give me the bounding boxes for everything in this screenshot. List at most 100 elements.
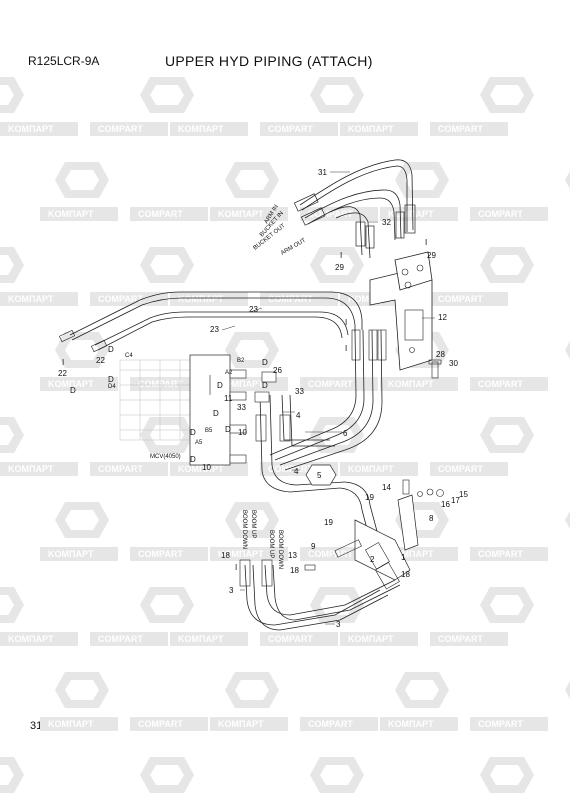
- watermark-logo: [0, 587, 24, 623]
- watermark-logo: [310, 757, 364, 793]
- watermark-logo: [0, 77, 24, 113]
- watermark-text: COMPART: [138, 379, 183, 389]
- hose-label-boom-down-1: BOOM DOWN: [241, 510, 247, 549]
- watermark-logo: [395, 162, 449, 198]
- part-label-10b: 10: [202, 463, 211, 472]
- watermark-logo: [0, 757, 24, 793]
- part-label-2: 2: [370, 555, 375, 564]
- watermark-text: KOMПAPT: [8, 634, 54, 644]
- watermark-band: [380, 717, 458, 731]
- watermark-band: [40, 547, 118, 561]
- part-label-19: 19: [365, 493, 374, 502]
- part-label-28: 28: [436, 350, 445, 359]
- watermark-band: [170, 122, 248, 136]
- watermark-logo: [140, 757, 194, 793]
- watermark-band: [90, 462, 168, 476]
- watermark-text: KOMПAPT: [178, 634, 224, 644]
- watermark-band: [340, 462, 418, 476]
- marker-d: D: [262, 358, 268, 367]
- watermark-band: [0, 632, 78, 646]
- watermark-logo: [565, 332, 570, 368]
- watermark-logo: [140, 417, 194, 453]
- watermark-logo: [140, 77, 194, 113]
- watermark-text: COMPART: [478, 379, 523, 389]
- part-label-6: 6: [343, 429, 348, 438]
- watermark-band: [130, 377, 208, 391]
- part-label-19b: 19: [324, 518, 333, 527]
- watermark-band: [300, 377, 378, 391]
- watermark-text: KOMПAPT: [178, 124, 224, 134]
- watermark-band: [340, 122, 418, 136]
- watermark-text: COMPART: [438, 124, 483, 134]
- i-markers: I I I I I I: [62, 238, 427, 572]
- watermark-logo: [565, 502, 570, 538]
- marker-d: D: [108, 345, 114, 354]
- watermark-band: [470, 547, 548, 561]
- watermark-logo: [140, 587, 194, 623]
- marker-i: I: [425, 238, 427, 247]
- hose-label-boom-up-2: BOOM UP: [268, 530, 274, 558]
- port-b5: B5: [205, 428, 213, 434]
- watermark-logo: [225, 162, 279, 198]
- watermark-band: [470, 377, 548, 391]
- port-d4: D4: [108, 384, 116, 390]
- watermark-logo: [0, 247, 24, 283]
- watermark-text: COMPART: [478, 549, 523, 559]
- watermark-band: [40, 377, 118, 391]
- watermark-text: COMPART: [98, 634, 143, 644]
- part-label-16: 16: [441, 500, 450, 509]
- marker-i: I: [345, 344, 347, 353]
- part-label-8: 8: [429, 514, 434, 523]
- watermark-band: [300, 717, 378, 731]
- watermark-text: COMPART: [478, 209, 523, 219]
- marker-d: D: [70, 386, 76, 395]
- marker-d: D: [225, 425, 231, 434]
- marker-d: D: [262, 381, 268, 390]
- watermark-band: [430, 462, 508, 476]
- watermark-text: KOMПAPT: [178, 464, 224, 474]
- watermark-layer: KOMПAPT COMPART KOMПAPT COMPART KOMПAPT COMPA…: [0, 77, 570, 793]
- watermark-text: COMPART: [138, 719, 183, 729]
- part-label-3: 3: [229, 586, 234, 595]
- part-label-15: 15: [459, 490, 468, 499]
- part-label-29: 29: [427, 251, 436, 260]
- watermark-text: COMPART: [138, 209, 183, 219]
- watermark-band: [170, 632, 248, 646]
- port-labels: C4 D4 B2 A2 B5 A5 MCV(4050): [108, 353, 245, 460]
- d-markers: D D D D D D D D D D: [70, 345, 268, 464]
- watermark-text: KOMПAPT: [48, 379, 94, 389]
- pipe-drawing: [58, 159, 444, 631]
- watermark-band: [130, 547, 208, 561]
- watermark-band: [470, 207, 548, 221]
- watermark-logo: [55, 162, 109, 198]
- watermark-band: [430, 632, 508, 646]
- watermark-logo: [565, 672, 570, 708]
- part-label-33b: 33: [237, 403, 246, 412]
- watermark-band: [210, 207, 288, 221]
- watermark-logo: [480, 417, 534, 453]
- watermark-text: KOMПAPT: [218, 209, 264, 219]
- watermark-band: [90, 632, 168, 646]
- watermark-text: COMPART: [308, 379, 353, 389]
- watermark-band: [380, 377, 458, 391]
- hose-label-arm-out: ARM OUT: [280, 238, 307, 257]
- marker-i: I: [235, 563, 237, 572]
- watermark-text: KOMПAPT: [8, 124, 54, 134]
- watermark-logo: [225, 332, 279, 368]
- hose-label-boom-up-1: BOOM UP: [250, 510, 256, 538]
- watermark-logo: [55, 502, 109, 538]
- watermark-logo: [140, 247, 194, 283]
- watermark-text: KOMПAPT: [48, 209, 94, 219]
- part-label-22: 22: [96, 356, 105, 365]
- marker-d: D: [190, 428, 196, 437]
- watermark-text: COMPART: [438, 464, 483, 474]
- watermark-logo: [480, 77, 534, 113]
- part-labels: 31 32 29 29 12 28 30 23 23 22 22 26 33 3…: [58, 168, 468, 629]
- watermark-band: [430, 122, 508, 136]
- watermark-band: [260, 292, 338, 306]
- watermark-text: COMPART: [98, 124, 143, 134]
- part-label-5: 5: [317, 471, 322, 480]
- leader-lines: [221, 171, 435, 625]
- port-a5: A5: [195, 440, 203, 446]
- page-title: UPPER HYD PIPING (ATTACH): [165, 53, 373, 69]
